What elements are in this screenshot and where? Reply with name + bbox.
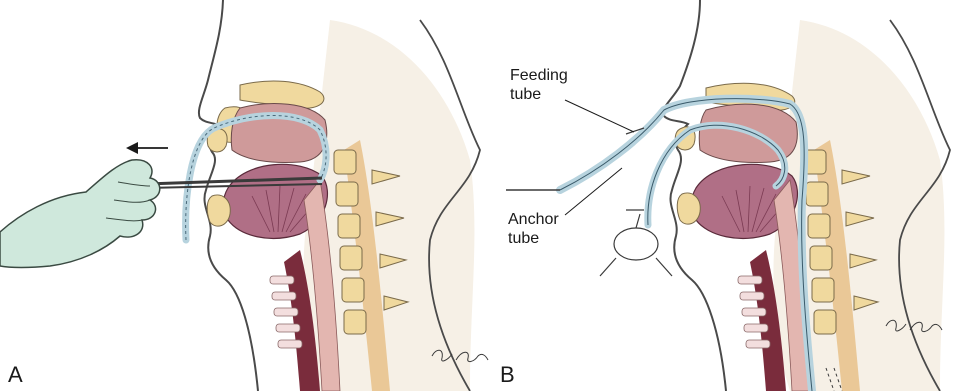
- anchor-tube-label: Anchor tube: [508, 210, 559, 248]
- lower-jaw-bone: [207, 195, 230, 226]
- panel-label-a: A: [8, 362, 23, 388]
- anchor-tube-label-line1: Anchor: [508, 210, 559, 229]
- panel-a-figure: [0, 0, 488, 391]
- anchor-tie: [600, 128, 672, 276]
- pull-direction-arrow: [126, 142, 168, 154]
- anchor-tube-label-line2: tube: [508, 229, 559, 248]
- panel-b-figure: [506, 0, 950, 391]
- feeding-tube-label-line1: Feeding: [510, 66, 568, 85]
- gloved-hand: [0, 160, 160, 268]
- feeding-tube-label: Feeding tube: [510, 66, 568, 104]
- panel-label-b: B: [500, 362, 515, 388]
- lower-jaw-bone-b: [677, 193, 700, 224]
- feeding-tube-label-line2: tube: [510, 85, 568, 104]
- feeding-tube-leader: [565, 100, 634, 132]
